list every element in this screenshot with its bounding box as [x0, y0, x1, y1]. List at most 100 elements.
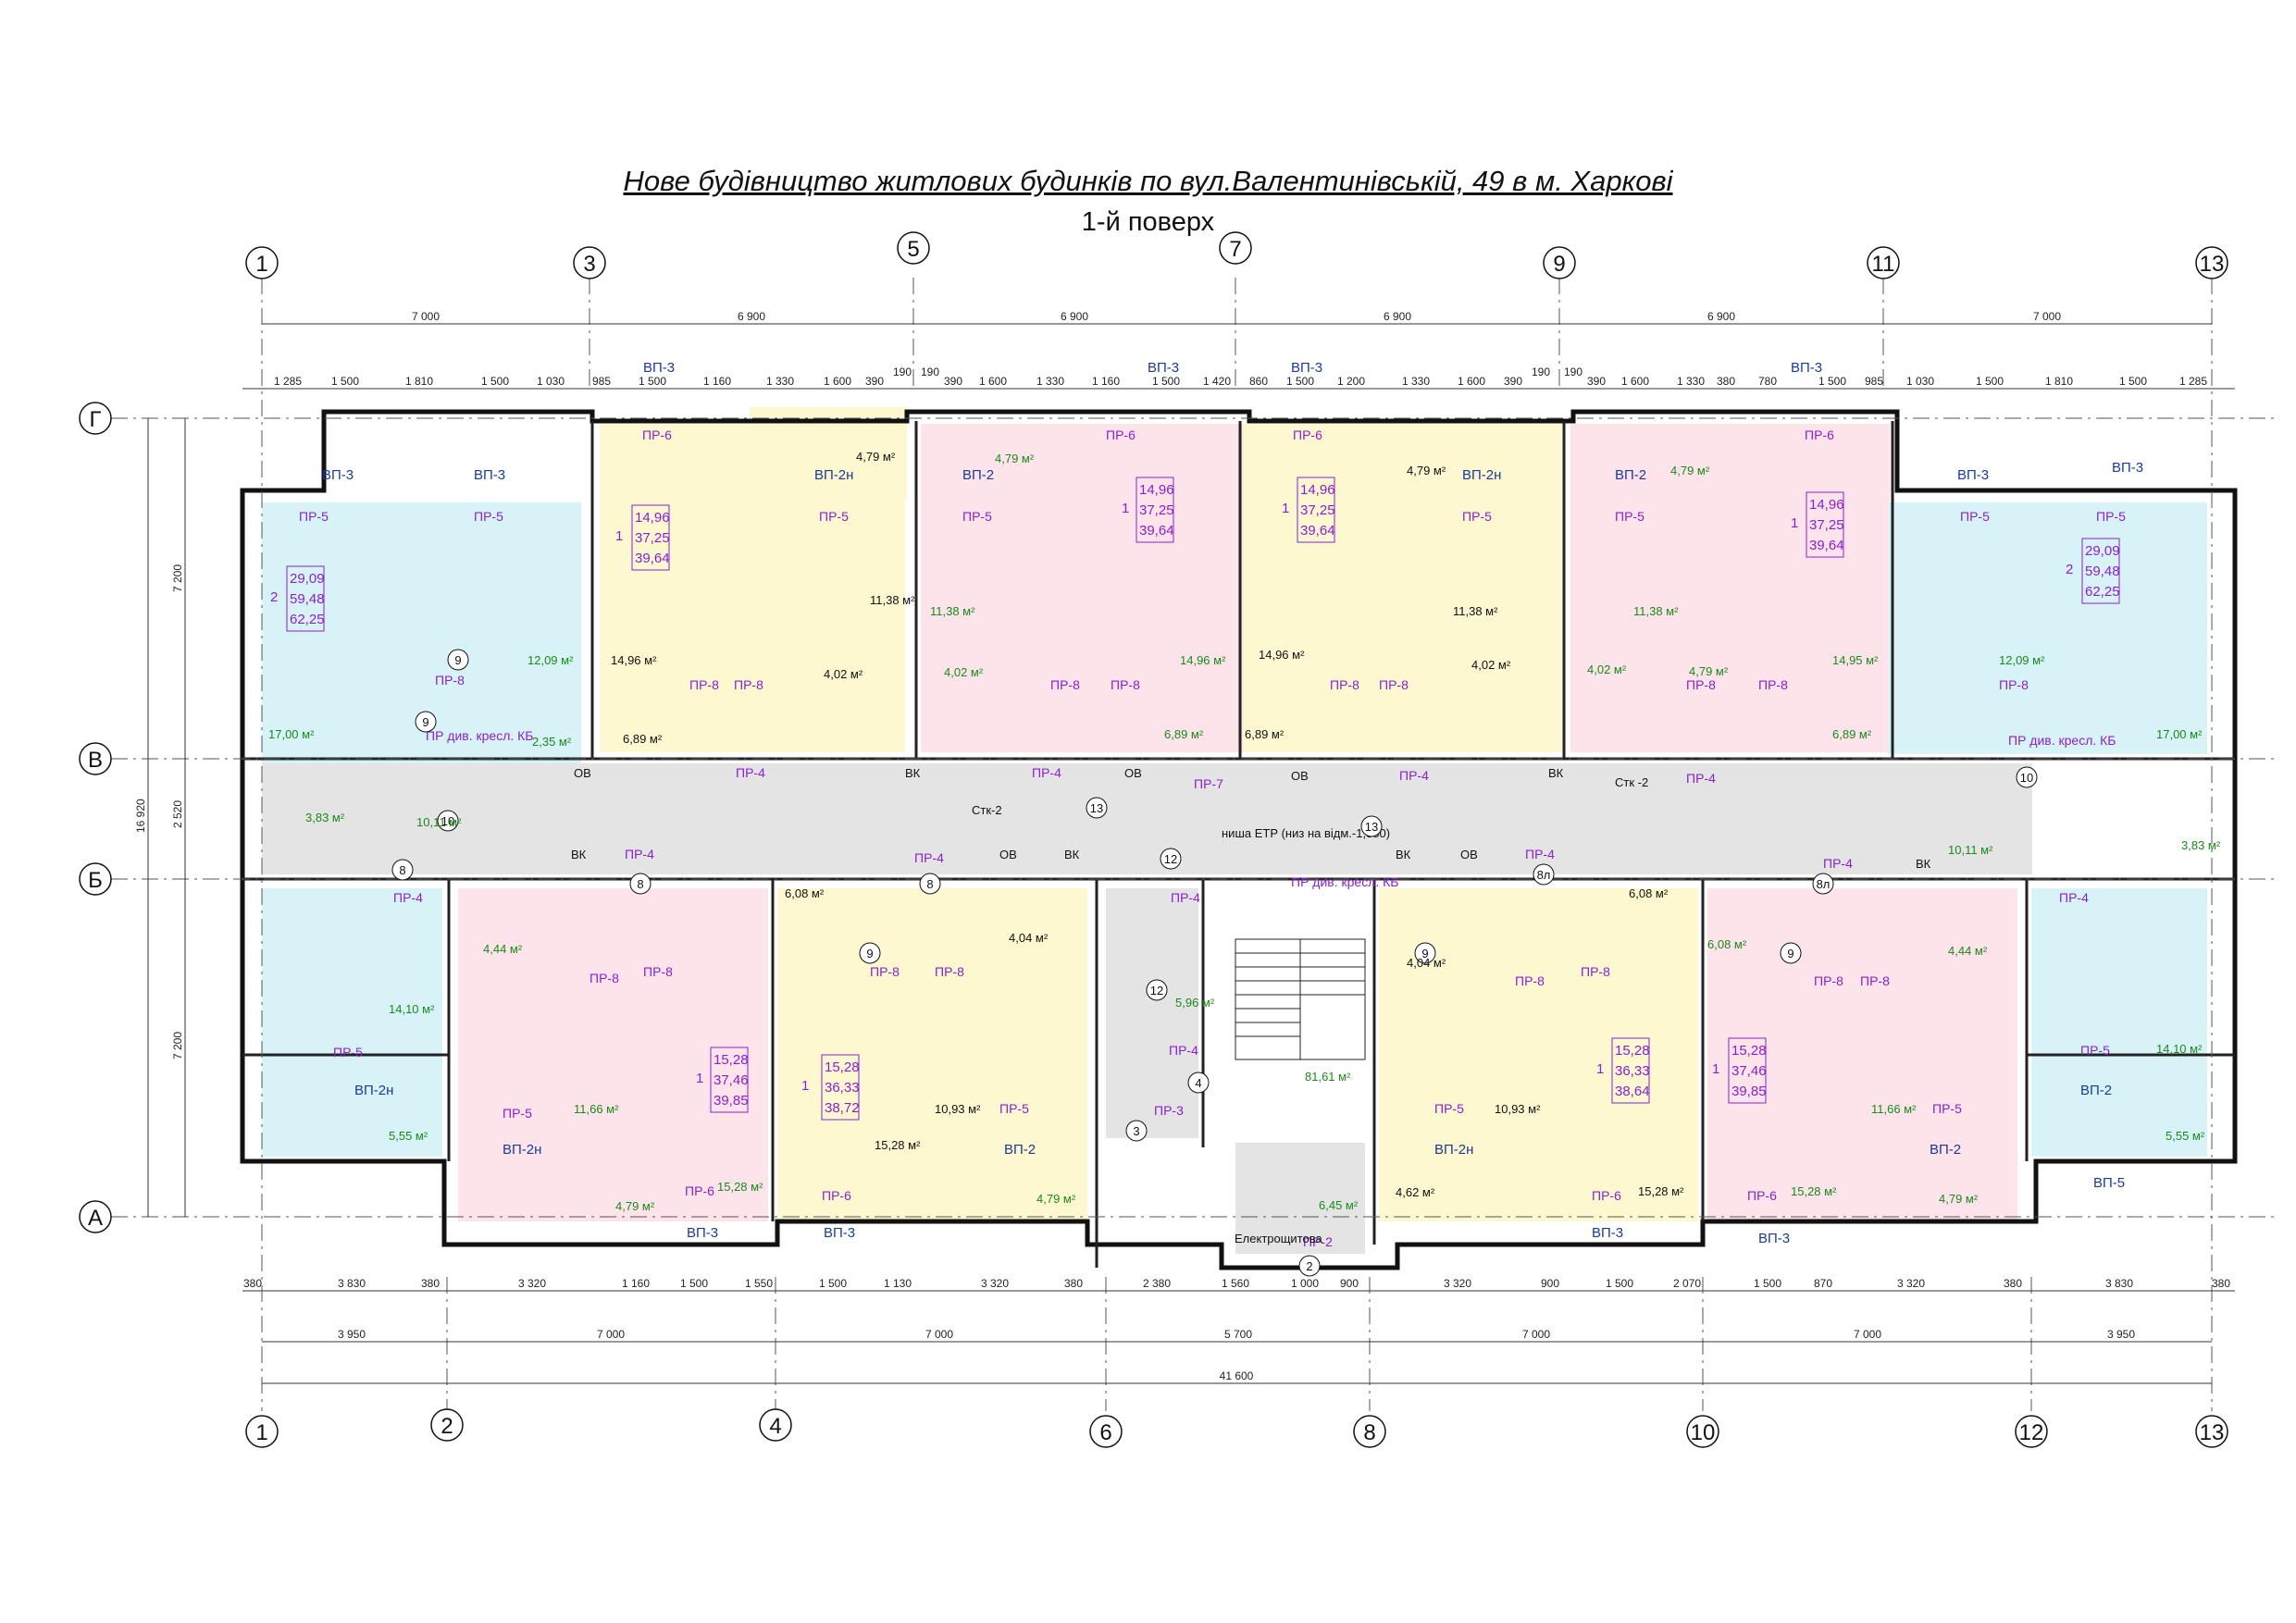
svg-text:1 285: 1 285 — [2179, 375, 2207, 388]
svg-text:ПР-4: ПР-4 — [1169, 1043, 1198, 1058]
svg-text:ПР-6: ПР-6 — [1106, 427, 1136, 442]
svg-text:4,02 м²: 4,02 м² — [1587, 663, 1627, 676]
apartment-box: 1 15,28 36,33 38,64 — [1596, 1037, 1650, 1104]
svg-text:4,02 м²: 4,02 м² — [824, 667, 863, 681]
svg-text:2: 2 — [270, 589, 278, 605]
svg-text:4,79 м²: 4,79 м² — [995, 452, 1035, 465]
svg-text:1 160: 1 160 — [622, 1277, 650, 1290]
svg-text:1: 1 — [1282, 501, 1289, 516]
svg-text:ОВ: ОВ — [1124, 766, 1142, 780]
svg-text:62,25: 62,25 — [290, 612, 325, 627]
axes-top: 1 3 5 7 9 11 13 — [245, 231, 2228, 279]
svg-text:Стк -2: Стк -2 — [1615, 775, 1648, 789]
svg-text:ВП-3: ВП-3 — [687, 1225, 718, 1241]
svg-text:ПР-4: ПР-4 — [1032, 765, 1061, 780]
svg-text:7 000: 7 000 — [1854, 1328, 1881, 1341]
svg-text:7 200: 7 200 — [171, 1032, 184, 1059]
svg-text:ПР-5: ПР-5 — [962, 509, 992, 524]
svg-text:ПР-6: ПР-6 — [1592, 1188, 1621, 1203]
svg-text:ВП-5: ВП-5 — [2093, 1175, 2125, 1191]
svg-text:ПР-6: ПР-6 — [1747, 1188, 1777, 1203]
svg-text:1 500: 1 500 — [1152, 375, 1180, 388]
apartment-labels: 2 29,09 59,48 62,25 1 14,96 37,25 39,64 … — [270, 477, 2120, 1121]
svg-text:8л: 8л — [1537, 868, 1551, 882]
svg-text:ПР-5: ПР-5 — [2080, 1043, 2110, 1058]
svg-text:14,10 м²: 14,10 м² — [2156, 1042, 2203, 1056]
svg-text:900: 900 — [1541, 1277, 1559, 1290]
svg-text:380: 380 — [421, 1277, 440, 1290]
apartment-box: 1 14,96 37,25 39,64 — [1122, 477, 1174, 543]
svg-text:29,09: 29,09 — [290, 571, 325, 587]
svg-text:ПР-8: ПР-8 — [1814, 973, 1843, 988]
svg-text:15,28 м²: 15,28 м² — [875, 1138, 921, 1152]
svg-text:8: 8 — [1363, 1420, 1375, 1445]
svg-text:6 900: 6 900 — [1061, 310, 1088, 323]
svg-text:ПР-8: ПР-8 — [689, 677, 719, 692]
apartment-box: 1 14,96 37,25 39,64 — [1791, 491, 1844, 558]
axes-bottom: 1 2 4 6 8 10 12 13 — [245, 1408, 2228, 1448]
svg-text:36,33: 36,33 — [825, 1080, 860, 1096]
svg-text:5,55 м²: 5,55 м² — [2166, 1129, 2205, 1143]
svg-text:ПР-4: ПР-4 — [625, 847, 654, 861]
svg-text:7 000: 7 000 — [925, 1328, 953, 1341]
svg-text:1: 1 — [1596, 1061, 1604, 1077]
svg-text:ПР-5: ПР-5 — [333, 1045, 363, 1059]
svg-text:6,45 м²: 6,45 м² — [1319, 1198, 1359, 1212]
svg-text:4: 4 — [769, 1414, 781, 1439]
svg-text:2: 2 — [1306, 1259, 1312, 1273]
svg-text:ВК: ВК — [1916, 857, 1931, 871]
svg-text:6,08 м²: 6,08 м² — [785, 886, 825, 900]
svg-text:10,93 м²: 10,93 м² — [935, 1102, 981, 1116]
svg-text:ПР-8: ПР-8 — [590, 971, 619, 985]
svg-text:1: 1 — [801, 1078, 809, 1094]
svg-text:14,96 м²: 14,96 м² — [611, 653, 657, 667]
apartment-box: 2 29,09 59,48 62,25 — [270, 565, 325, 632]
svg-text:2 070: 2 070 — [1673, 1277, 1701, 1290]
svg-text:1 500: 1 500 — [1606, 1277, 1633, 1290]
svg-text:ПР-6: ПР-6 — [1805, 427, 1834, 442]
svg-text:985: 985 — [592, 375, 611, 388]
svg-text:ПР-8: ПР-8 — [1111, 677, 1140, 692]
svg-text:37,25: 37,25 — [1809, 517, 1844, 533]
svg-text:ПР-2: ПР-2 — [1303, 1234, 1333, 1249]
svg-text:3,83 м²: 3,83 м² — [2181, 838, 2221, 852]
svg-text:ВП-2н: ВП-2н — [814, 467, 853, 483]
svg-text:7 000: 7 000 — [2033, 310, 2061, 323]
svg-text:10: 10 — [2020, 771, 2033, 785]
svg-text:ВК: ВК — [1396, 848, 1411, 861]
svg-text:ВП-2: ВП-2 — [962, 467, 994, 483]
svg-text:14,10 м²: 14,10 м² — [389, 1002, 435, 1016]
svg-text:ПР-5: ПР-5 — [999, 1101, 1029, 1116]
svg-text:Стк-2: Стк-2 — [972, 803, 1002, 817]
svg-text:6 900: 6 900 — [1707, 310, 1735, 323]
apartment-box: 1 14,96 37,25 39,64 — [1282, 477, 1335, 543]
svg-text:ПР-5: ПР-5 — [1462, 509, 1492, 524]
apartment-box: 1 15,28 37,46 39,85 — [1712, 1037, 1767, 1104]
svg-text:1 500: 1 500 — [1818, 375, 1846, 388]
svg-text:1 160: 1 160 — [703, 375, 731, 388]
svg-text:Електрощитова: Електрощитова — [1235, 1232, 1322, 1245]
svg-text:ПР-8: ПР-8 — [435, 673, 465, 688]
svg-text:3,83 м²: 3,83 м² — [305, 811, 345, 824]
svg-text:4,79 м²: 4,79 м² — [856, 450, 896, 464]
svg-text:39,64: 39,64 — [635, 551, 670, 566]
svg-text:ВП-2: ВП-2 — [2080, 1083, 2112, 1098]
svg-text:ВП-2н: ВП-2н — [1462, 467, 1501, 483]
svg-text:13: 13 — [2200, 1420, 2225, 1445]
svg-text:5,96 м²: 5,96 м² — [1175, 996, 1215, 1010]
svg-text:ВК: ВК — [571, 848, 587, 861]
svg-text:4,79 м²: 4,79 м² — [1689, 664, 1729, 678]
svg-text:39,64: 39,64 — [1809, 538, 1844, 553]
svg-text:4: 4 — [1195, 1076, 1201, 1090]
svg-text:3 320: 3 320 — [981, 1277, 1009, 1290]
svg-text:ПР-8: ПР-8 — [1686, 677, 1716, 692]
svg-text:6,08 м²: 6,08 м² — [1629, 886, 1669, 900]
svg-text:985: 985 — [1865, 375, 1883, 388]
svg-text:3 320: 3 320 — [518, 1277, 546, 1290]
svg-text:ВП-2: ВП-2 — [1004, 1142, 1036, 1158]
svg-text:1 330: 1 330 — [1402, 375, 1430, 388]
svg-text:10,11 м²: 10,11 м² — [416, 815, 462, 829]
svg-text:6 900: 6 900 — [1384, 310, 1411, 323]
bottom-span-dims: 3 950 7 000 7 000 5 700 7 000 7 000 3 95… — [338, 1328, 2135, 1382]
svg-text:1: 1 — [1712, 1061, 1719, 1077]
